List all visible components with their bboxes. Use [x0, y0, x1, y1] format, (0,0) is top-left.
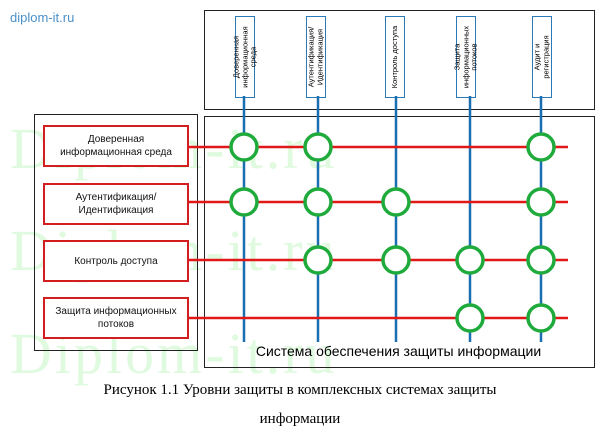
intersection-circle [229, 187, 259, 217]
intersection-circle [526, 187, 556, 217]
intersection-circle [303, 132, 333, 162]
figure-caption: Рисунок 1.1 Уровни защиты в комплексных … [103, 382, 497, 398]
intersection-circle [229, 132, 259, 162]
row-label: Доверенная информационная среда [43, 125, 189, 167]
row-label: Контроль доступа [43, 240, 189, 282]
intersection-circle [526, 132, 556, 162]
intersection-circle [455, 303, 485, 333]
row-label-frame [34, 114, 198, 351]
figure-caption-continued: информации [259, 411, 341, 427]
intersection-circle [303, 245, 333, 275]
system-frame [204, 116, 595, 368]
column-header-frame [204, 10, 595, 110]
intersection-circle [526, 303, 556, 333]
row-label: Аутентификация/ Идентификация [43, 183, 189, 225]
column-label: Защита информационных потоков [452, 16, 478, 98]
intersection-circle [526, 245, 556, 275]
intersection-circle [303, 187, 333, 217]
intersection-circle [381, 187, 411, 217]
watermark-url[interactable]: diplom-it.ru [10, 10, 75, 25]
row-label: Защита информационных потоков [43, 297, 189, 339]
intersection-circle [381, 245, 411, 275]
intersection-circle [455, 245, 485, 275]
system-title: Система обеспечения защиты информации [255, 343, 542, 359]
column-label: Аутентификация/ Идентификация [306, 16, 326, 98]
